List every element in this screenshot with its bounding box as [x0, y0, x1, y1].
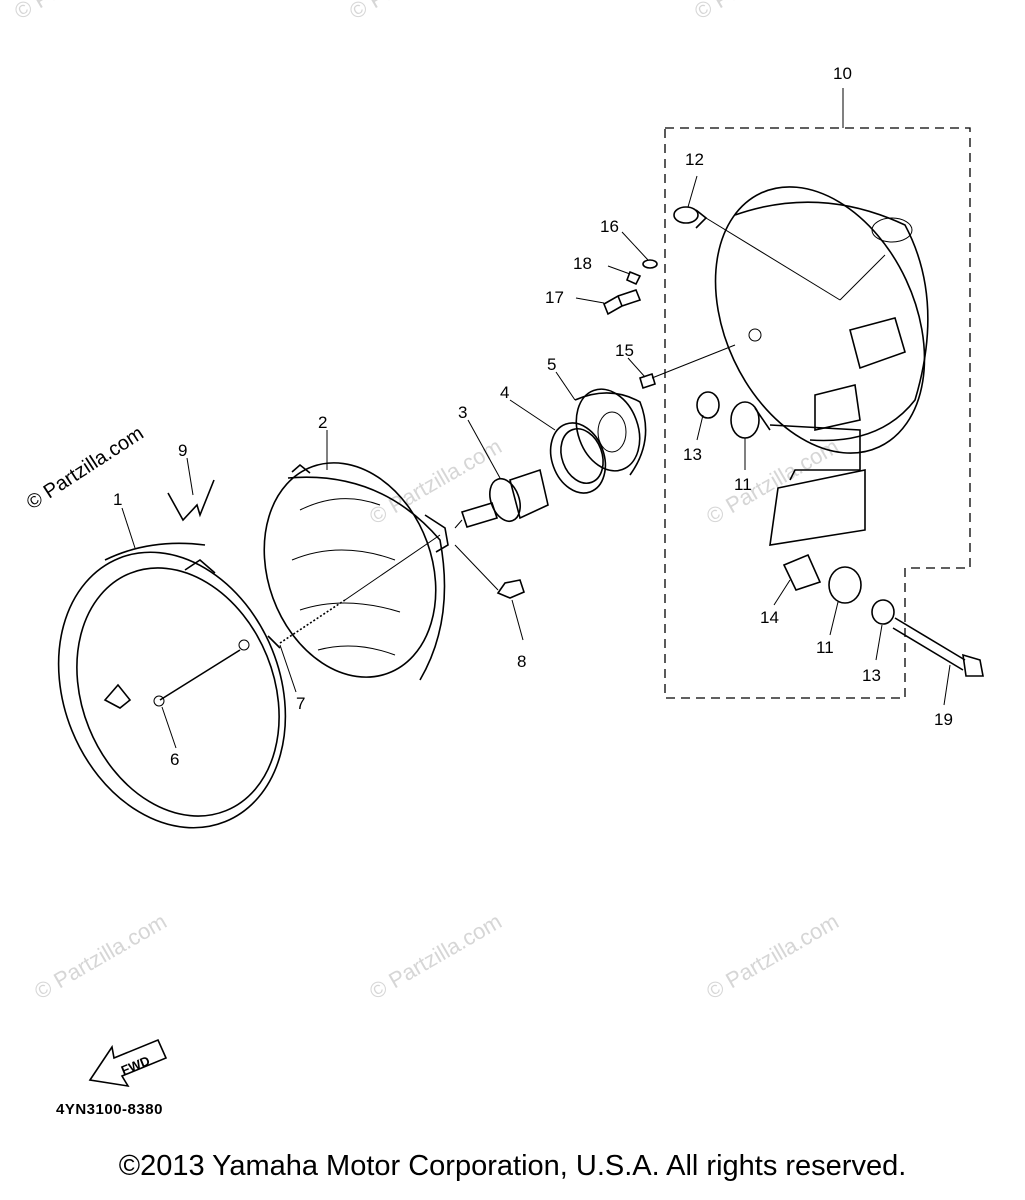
fastener-group-lower: [696, 391, 984, 677]
assembly-10-boundary: [664, 127, 971, 699]
washer-16-part: [642, 259, 658, 269]
callout-19: 19: [934, 710, 953, 729]
callout-16: 16: [600, 217, 619, 236]
callout-18: 18: [573, 254, 592, 273]
callout-5: 5: [547, 355, 556, 374]
collar-13-part: [696, 391, 720, 419]
callout-6: 6: [170, 750, 179, 769]
adjusting-screw-part: [153, 649, 241, 707]
screw-15-part: [639, 372, 656, 390]
watermark: © Partzilla.com: [690, 0, 831, 24]
callout-12: 12: [685, 150, 704, 169]
callout-17: 17: [545, 288, 564, 307]
copyright-notice: ©2013 Yamaha Motor Corporation, U.S.A. A…: [118, 1150, 907, 1182]
headlight-rim-part: [57, 542, 287, 829]
spring-part: [267, 534, 441, 649]
bolt-17-part: [602, 289, 642, 316]
fwd-label: FWD: [119, 1053, 152, 1078]
callout-3: 3: [458, 403, 467, 422]
callout-2: 2: [318, 413, 327, 432]
watermark: © Partzilla.com: [345, 0, 486, 24]
callout-10: 10: [833, 64, 852, 83]
watermark: © Partzilla.com: [365, 909, 506, 1005]
watermark: © Partzilla.com: [10, 0, 151, 24]
watermark-group: © Partzilla.com © Partzilla.com © Partzi…: [10, 0, 843, 1004]
diagram-code: 4YN3100-8380: [56, 1101, 163, 1118]
callout-13a: 13: [683, 445, 702, 464]
callout-14: 14: [760, 608, 779, 627]
bolt-19-part: [892, 617, 966, 671]
grommet-11b-part: [828, 566, 862, 604]
washer-12-part: [673, 206, 699, 224]
nut-18-part: [625, 270, 642, 286]
fwd-arrow-icon: FWD: [88, 1038, 168, 1088]
callout-11a: 11: [734, 475, 752, 494]
grommet-box-outline: [769, 424, 861, 481]
leader-lines: [121, 175, 951, 749]
watermark: © Partzilla.com: [30, 909, 171, 1005]
holder-clip-part: [454, 544, 525, 599]
callout-1: 1: [113, 490, 122, 509]
watermark: © Partzilla.com: [365, 434, 506, 530]
bulb-part: [454, 468, 549, 529]
collar-14-part: [782, 553, 822, 591]
fastener-group-upper: [602, 206, 886, 390]
callout-labels: 1 2 3 4 5 6 7 8 9 10 11 11 12 13 13 14 1…: [113, 64, 953, 769]
watermark: © Partzilla.com: [702, 909, 843, 1005]
clip-part: [167, 479, 215, 522]
collar-13b-part: [871, 599, 895, 625]
callout-13b: 13: [862, 666, 881, 685]
headlight-housing-part: [714, 186, 929, 454]
bulb-cover-ring-part: [549, 422, 607, 494]
callout-7: 7: [296, 694, 305, 713]
callout-15: 15: [615, 341, 634, 360]
callout-11b: 11: [816, 638, 834, 657]
grommet-11-part: [730, 401, 760, 439]
watermark: © Partzilla.com: [23, 422, 148, 514]
callout-4: 4: [500, 383, 509, 402]
callout-8: 8: [517, 652, 526, 671]
callout-9: 9: [178, 441, 187, 460]
headlight-lens-part: [263, 462, 449, 681]
socket-housing-part: [574, 388, 647, 476]
